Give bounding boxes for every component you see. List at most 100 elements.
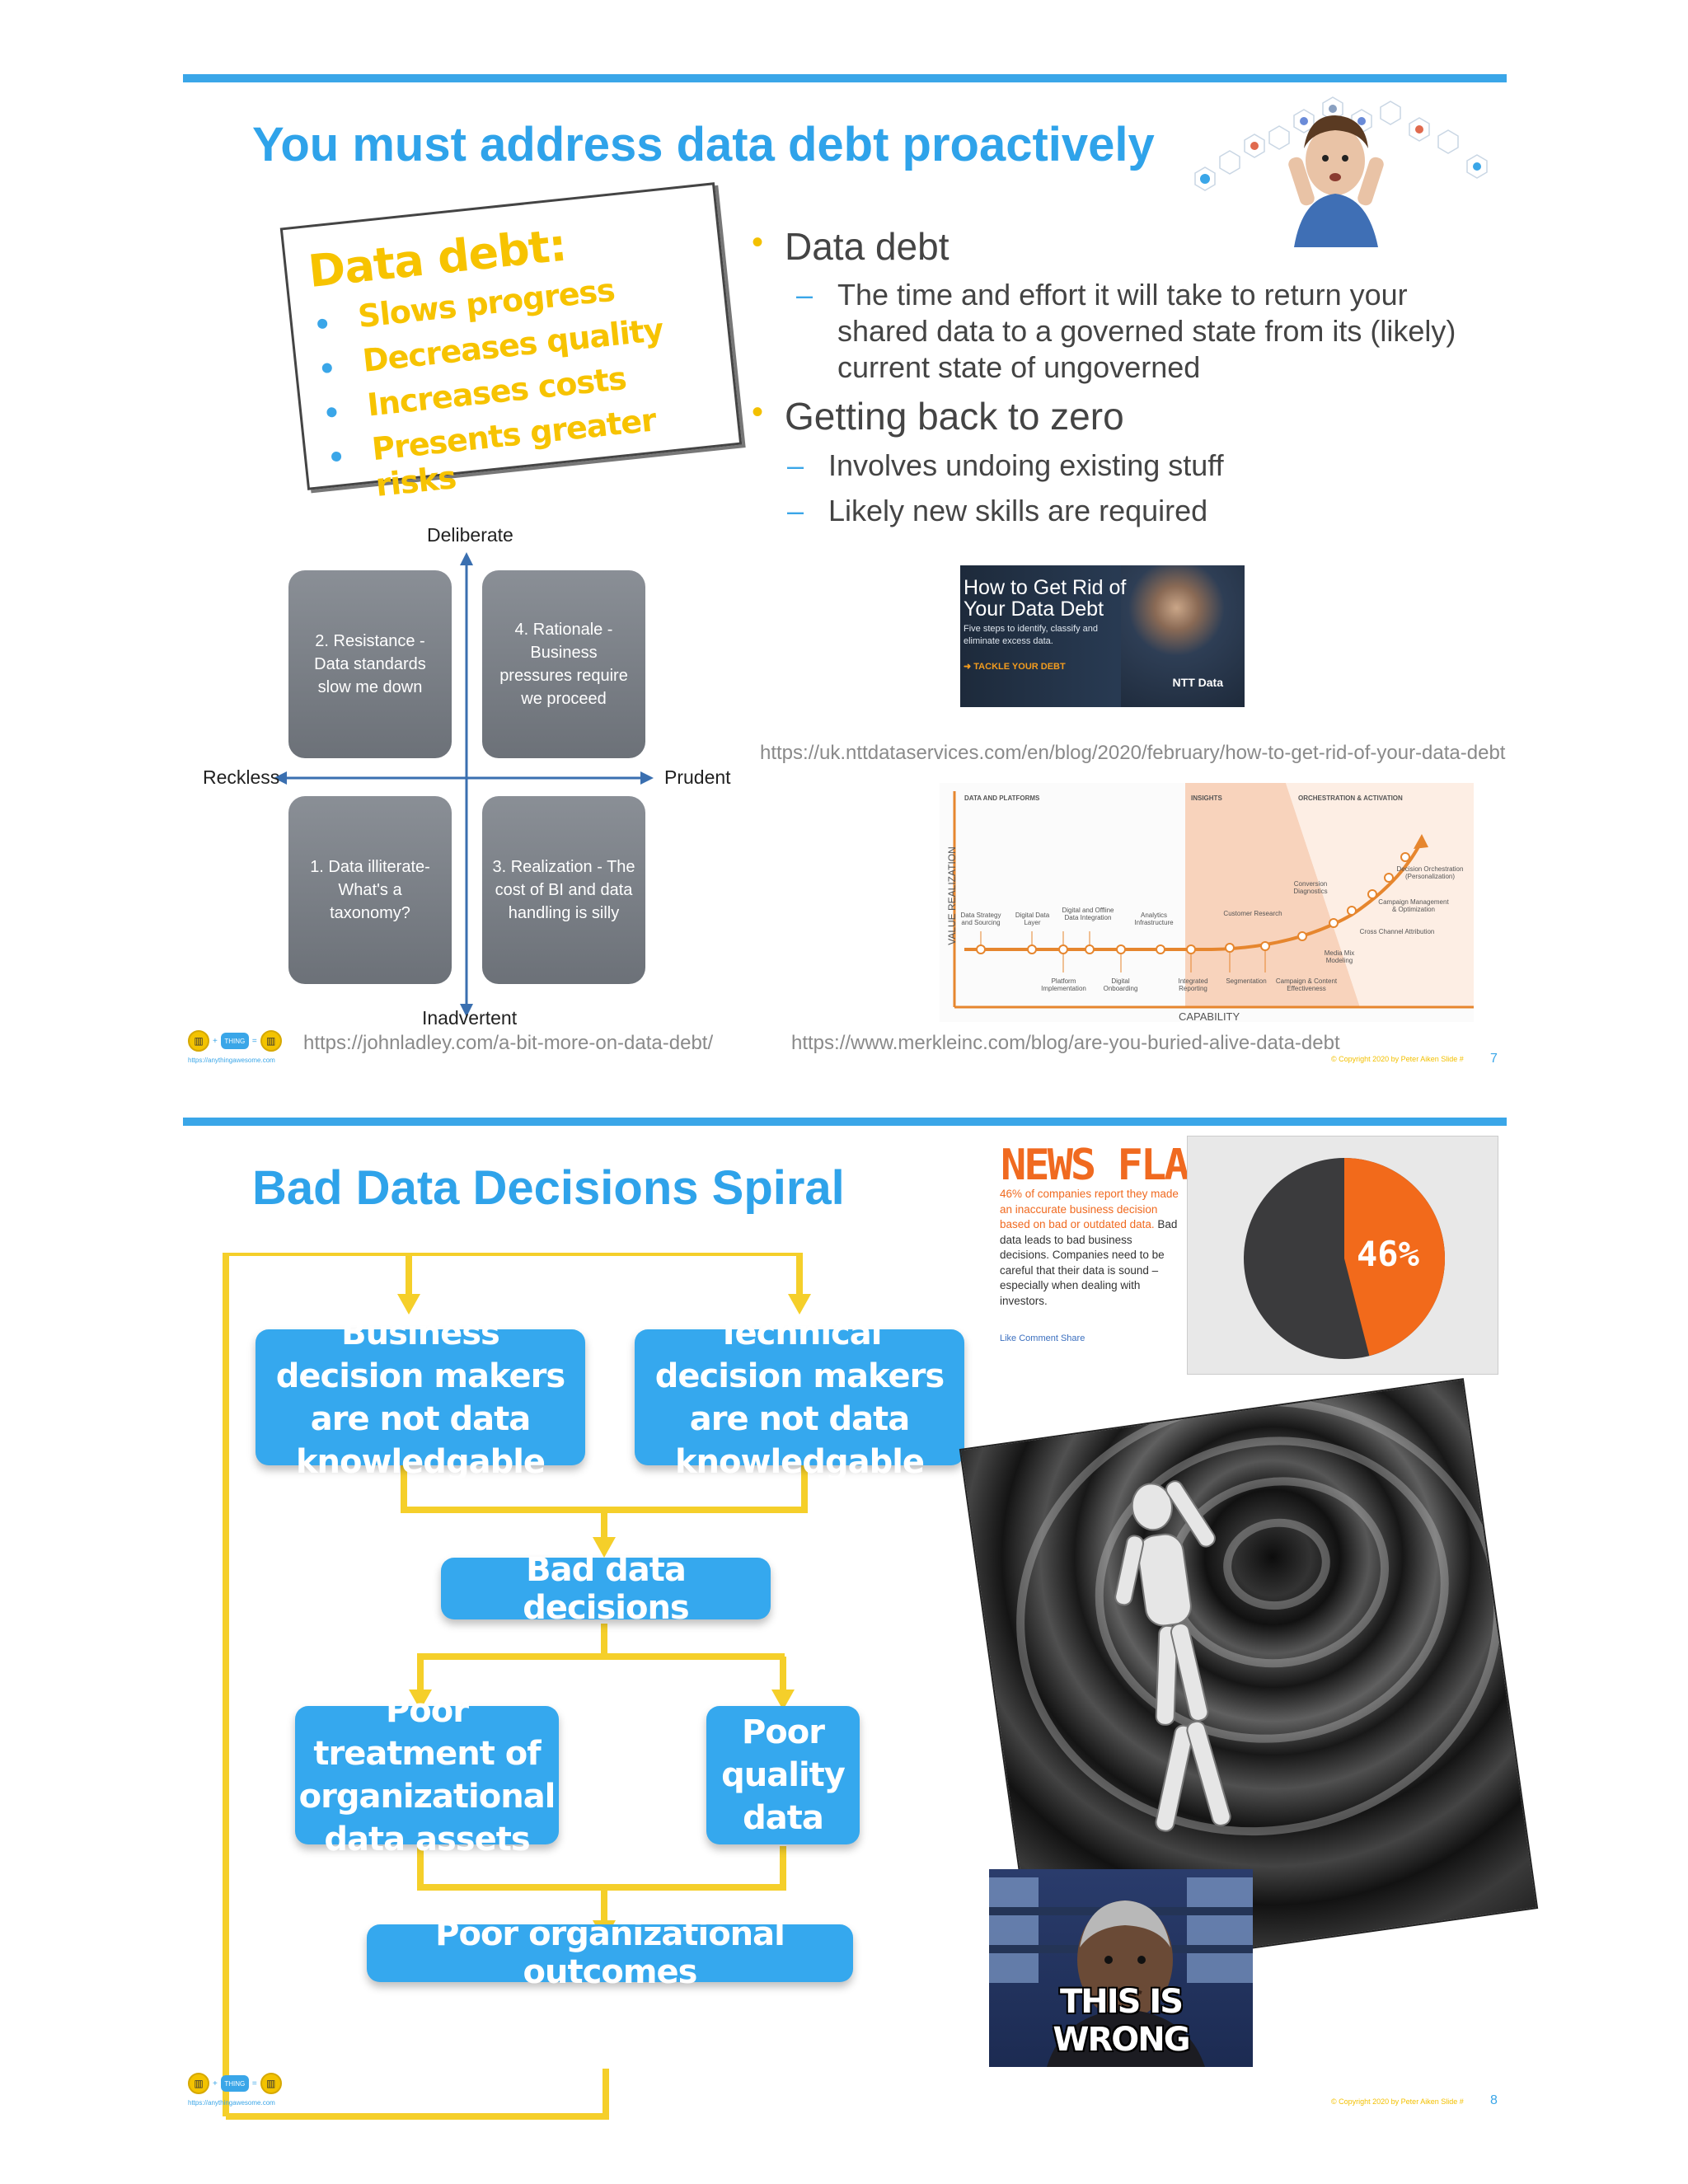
- logo-caption: https://anythingawesome.com: [188, 2099, 275, 2107]
- news-highlight: 46% of companies report they made an ina…: [1000, 1188, 1179, 1230]
- dash-marker: –: [787, 448, 804, 482]
- merkle-value-chart: DATA AND PLATFORMS INSIGHTS ORCHESTRATIO…: [940, 783, 1474, 1023]
- dash-marker: –: [787, 494, 804, 527]
- quadrant-box-rationale: 4. Rationale - Business pressures requir…: [482, 570, 645, 758]
- flow-poor-outcomes: Poor organizational outcomes: [367, 1915, 853, 1991]
- anything-awesome-logo: ▥ + THING = ▥: [188, 1030, 282, 1052]
- flow-technical-decision-makers: Technical decision makers are not data k…: [635, 1315, 964, 1481]
- stressed-person-illustration: [1170, 82, 1508, 247]
- ntt-data-article-thumbnail[interactable]: How to Get Rid of Your Data Debt Five st…: [960, 565, 1245, 707]
- pie-chart-46-percent: 46%: [1187, 1136, 1498, 1375]
- point-label: Segmentation: [1226, 977, 1267, 985]
- point-label: Decision Orchestration (Personalization): [1396, 865, 1464, 880]
- point-label: Data Strategy and Sourcing: [960, 912, 1001, 926]
- anything-awesome-logo: ▥ + THING = ▥: [188, 2073, 282, 2094]
- axis-deliberate: Deliberate: [427, 524, 513, 546]
- news-text: Bad data leads to bad business decisions…: [1000, 1218, 1178, 1307]
- x-axis-label: CAPABILITY: [1179, 1010, 1240, 1023]
- equals-icon: =: [251, 2079, 257, 2088]
- thing-badge: THING: [220, 2075, 249, 2092]
- point-label: Digital and Offline Data Integration: [1062, 907, 1114, 921]
- bullet-dot: [331, 451, 342, 462]
- point-label: Integrated Reporting: [1178, 977, 1208, 992]
- dash-marker: –: [796, 278, 814, 312]
- point-label: Customer Research: [1223, 910, 1282, 917]
- plus-icon: +: [213, 2079, 218, 2088]
- bullet-dot: •: [752, 394, 764, 430]
- slide-8: Bad Data Decisions Spiral Business decis…: [0, 1088, 1688, 2184]
- equals-icon: =: [251, 1036, 257, 1046]
- slide-title: Bad Data Decisions Spiral: [252, 1161, 845, 1215]
- pie-highlight-slice: [1344, 1158, 1445, 1357]
- ntt-cta-link[interactable]: ➜ TACKLE YOUR DEBT: [964, 662, 1066, 672]
- flow-business-decision-makers: Business decision makers are not data kn…: [256, 1315, 585, 1481]
- plus-icon: +: [213, 1036, 218, 1046]
- data-debt-quadrant: Deliberate Inadvertent Reckless Prudent …: [198, 524, 731, 1035]
- page-number: 8: [1490, 2093, 1498, 2107]
- quadrant-box-data-illiterate: 1. Data illiterate- What's a taxonomy?: [288, 796, 452, 984]
- copyright-note: © Copyright 2020 by Peter Aiken Slide #: [1331, 1055, 1464, 1063]
- coin-icon: ▥: [188, 2073, 209, 2094]
- flow-poor-quality-data: Poor quality data: [706, 1706, 860, 1844]
- point-label: Campaign Management & Optimization: [1378, 898, 1449, 913]
- ntt-article-subtitle: Five steps to identify, classify and eli…: [964, 624, 1099, 646]
- logo-caption: https://anythingawesome.com: [188, 1057, 275, 1064]
- bullet-dot: [326, 406, 338, 418]
- phase-label: ORCHESTRATION & ACTIVATION: [1298, 794, 1403, 802]
- pie-percentage-label: 46%: [1357, 1234, 1419, 1274]
- coin-icon: ▥: [188, 1030, 209, 1052]
- copyright-note: © Copyright 2020 by Peter Aiken Slide #: [1331, 2097, 1464, 2106]
- news-flash-body: 46% of companies report they made an ina…: [1000, 1187, 1181, 1309]
- url-merkle[interactable]: https://www.merkleinc.com/blog/are-you-b…: [791, 1032, 1340, 1054]
- bullet-dot: •: [752, 224, 764, 260]
- slide-top-bar: [183, 1118, 1507, 1126]
- coin-icon: ▥: [260, 1030, 282, 1052]
- quadrant-axes: [274, 552, 654, 1017]
- merkle-chart-graphic: [953, 783, 1474, 1009]
- point-label: Platform Implementation: [1041, 977, 1086, 992]
- news-actions-links[interactable]: Like Comment Share: [1000, 1333, 1085, 1343]
- point-label: Digital Onboarding: [1103, 977, 1138, 992]
- pie-chart-graphic: [1244, 1158, 1445, 1359]
- flow-bad-data-decisions: Bad data decisions: [441, 1551, 771, 1627]
- thing-badge: THING: [220, 1033, 249, 1049]
- sub-bullet: –Likely new skills are required: [787, 494, 1208, 527]
- axis-reckless: Reckless: [203, 766, 280, 788]
- spiral-flow-connectors: [223, 1253, 811, 2120]
- data-debt-card: Data debt: Slows progress Decreases qual…: [279, 182, 743, 504]
- sub-bullet: –Involves undoing existing stuff: [787, 448, 1224, 482]
- y-axis-label: VALUE REALIZATION: [946, 846, 958, 945]
- bullet-data-debt: •Data debt: [752, 224, 950, 268]
- point-label: Conversion Diagnostics: [1293, 880, 1328, 895]
- phase-label: INSIGHTS: [1191, 794, 1222, 802]
- slide-7: You must address data debt proactively: [0, 0, 1688, 1088]
- arrow-circle-icon: ➜: [964, 662, 974, 672]
- point-label: Analytics Infrastructure: [1134, 912, 1174, 926]
- coin-icon: ▥: [260, 2073, 282, 2094]
- flow-poor-treatment: Poor treatment of organizational data as…: [295, 1692, 559, 1858]
- sub-bullet-definition: –The time and effort it will take to ret…: [796, 278, 1456, 384]
- ntt-logo: NTT Data: [1172, 676, 1223, 689]
- phase-label: DATA AND PLATFORMS: [964, 794, 1040, 802]
- ntt-article-title: How to Get Rid of Your Data Debt: [964, 576, 1127, 621]
- axis-inadvertent: Inadvertent: [422, 1007, 518, 1029]
- bullet-dot: [316, 318, 328, 330]
- mannequin-figure: [1114, 1480, 1231, 1832]
- point-label: Digital Data Layer: [1015, 912, 1050, 926]
- point-label: Cross Channel Attribution: [1359, 928, 1435, 935]
- axis-prudent: Prudent: [664, 766, 731, 788]
- point-label: Campaign & Content Effectiveness: [1275, 977, 1338, 992]
- slide-top-bar: [183, 74, 1507, 82]
- slide-title: You must address data debt proactively: [252, 118, 1155, 171]
- meme-caption: THIS IS WRONG: [1053, 1983, 1190, 2059]
- page-number: 7: [1490, 1052, 1498, 1066]
- quadrant-box-resistance: 2. Resistance - Data standards slow me d…: [288, 570, 452, 758]
- point-label: Media Mix Modeling: [1324, 949, 1355, 964]
- url-ntt[interactable]: https://uk.nttdataservices.com/en/blog/2…: [760, 742, 1506, 764]
- url-ladley[interactable]: https://johnladley.com/a-bit-more-on-dat…: [303, 1032, 714, 1054]
- bullet-dot: [321, 362, 333, 374]
- person-photo: [1121, 565, 1245, 707]
- this-is-wrong-meme: THIS IS WRONG: [989, 1869, 1253, 2067]
- quadrant-box-realization: 3. Realization - The cost of BI and data…: [482, 796, 645, 984]
- bullet-getting-back: •Getting back to zero: [752, 394, 1124, 438]
